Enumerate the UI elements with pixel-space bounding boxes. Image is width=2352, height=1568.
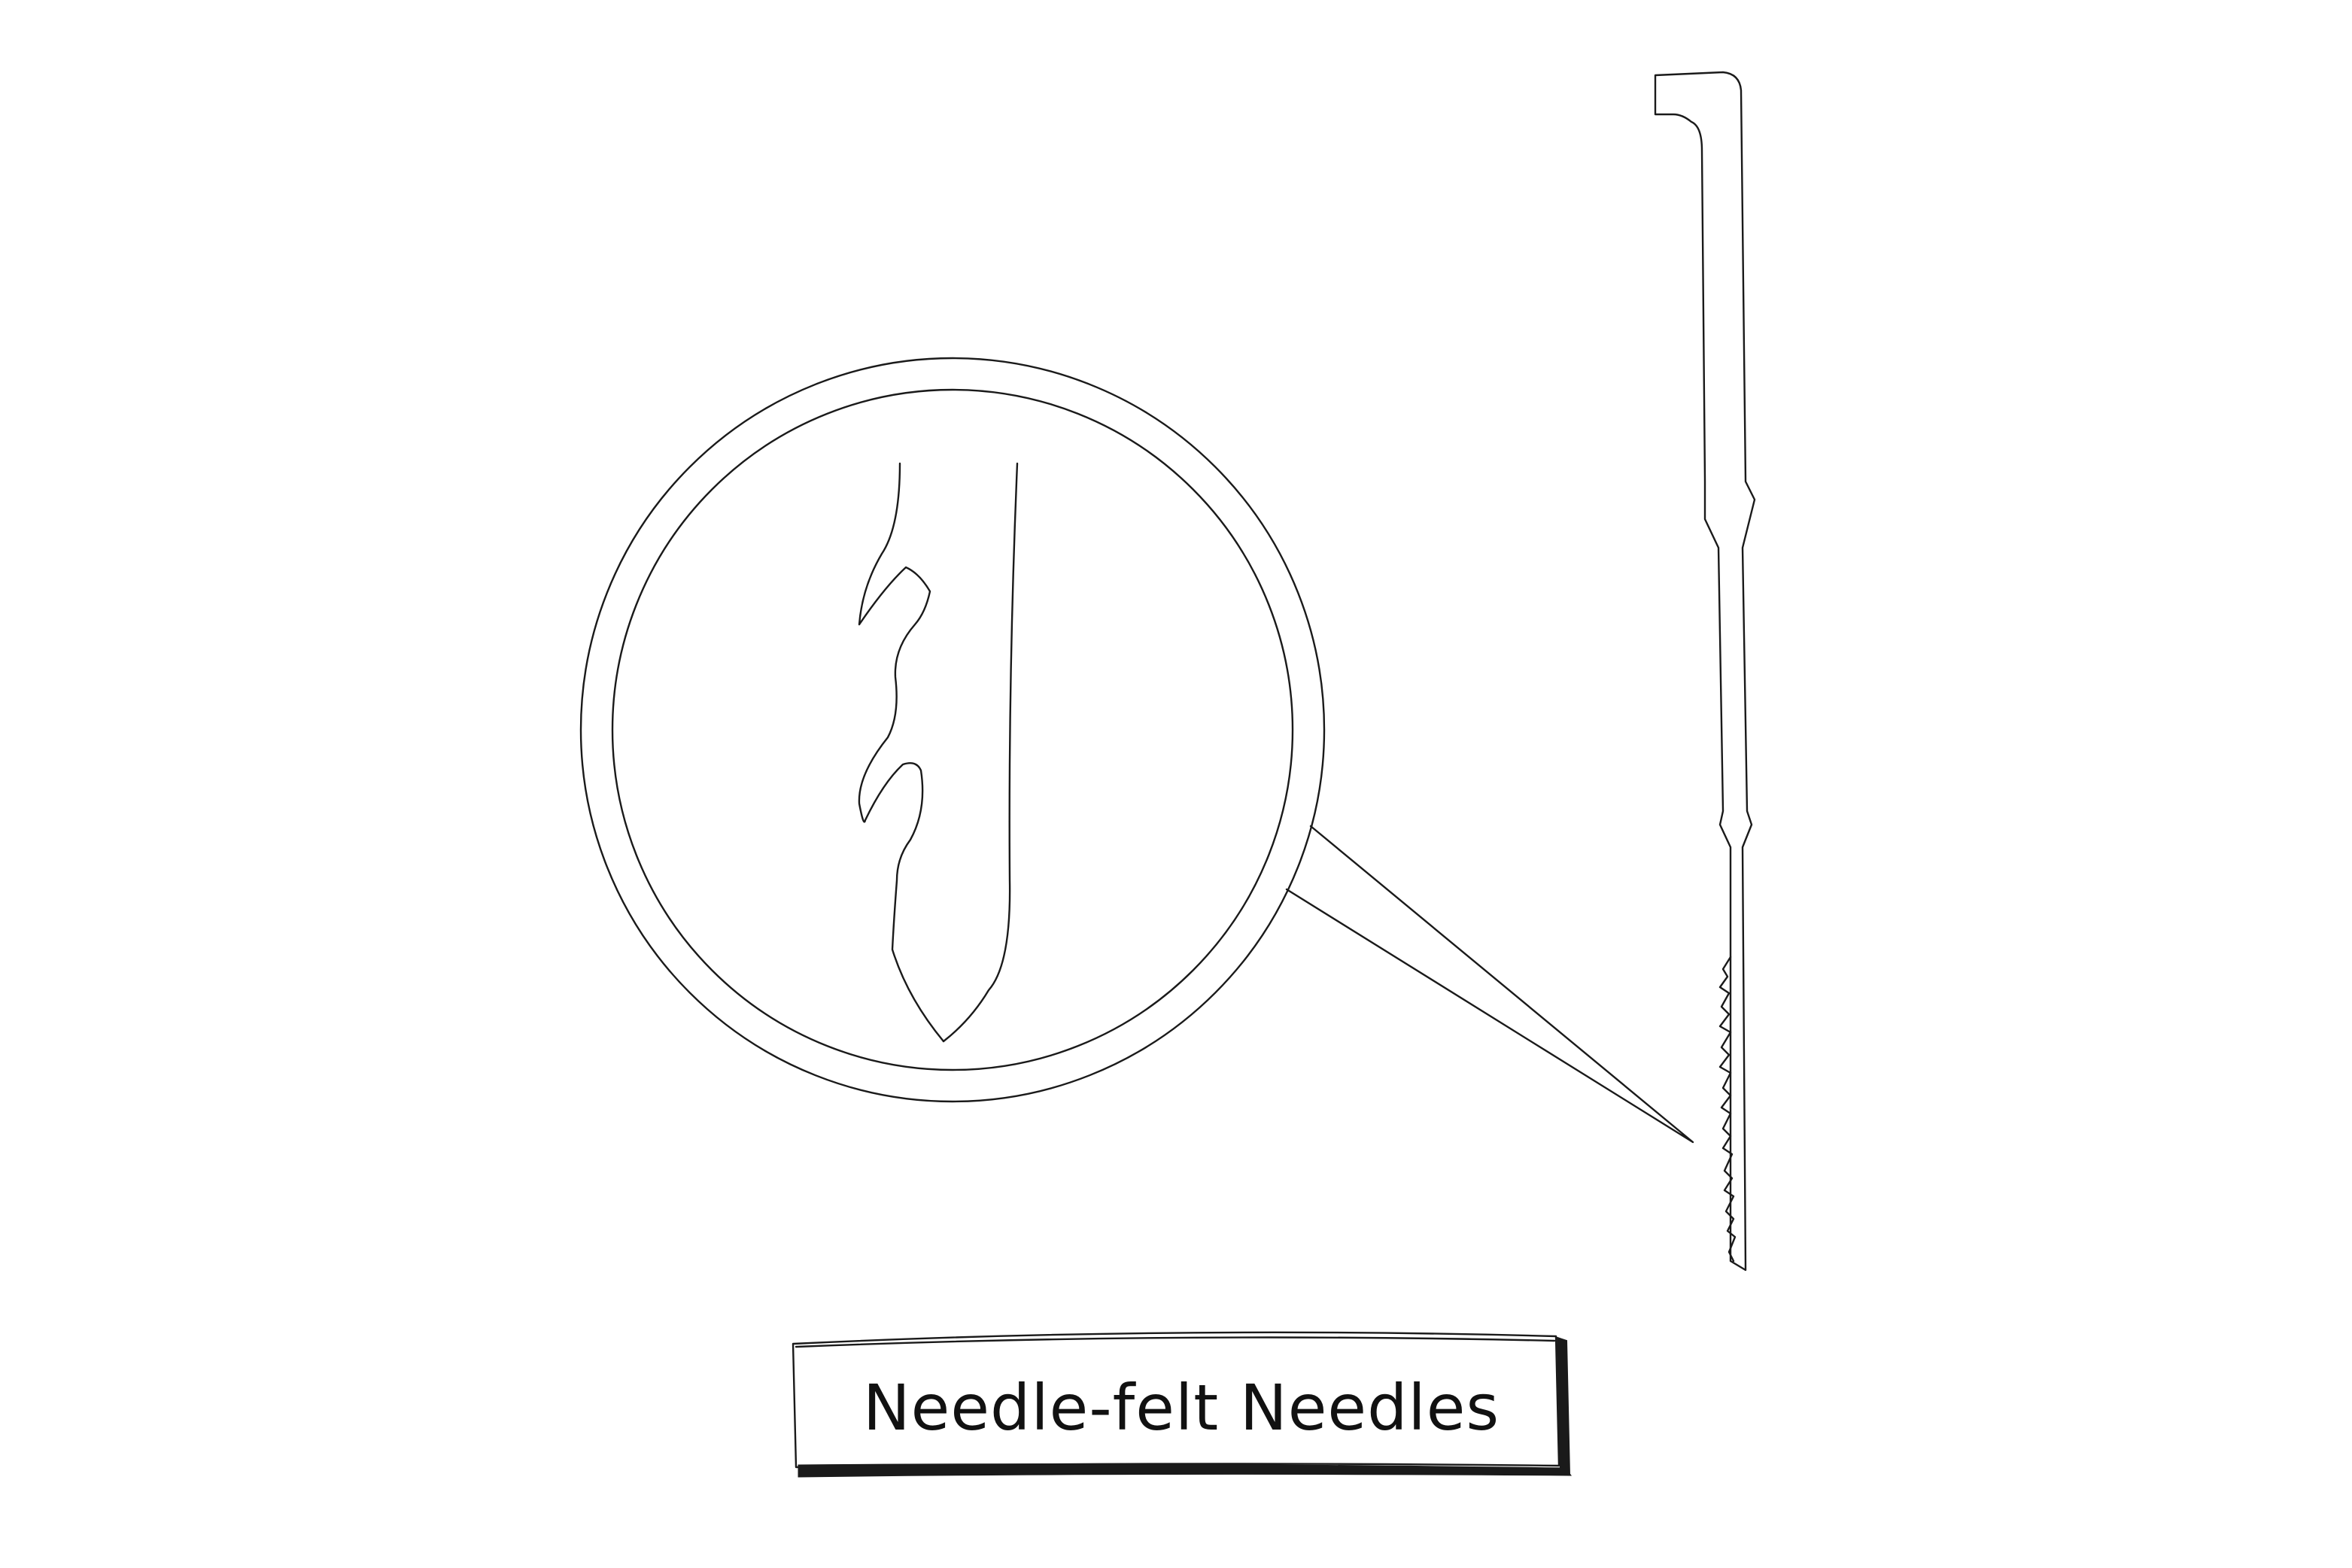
barbed-tip-icon — [858, 462, 1019, 1043]
caption-box-outline-second-pass — [795, 1336, 1556, 1348]
magnifier-outer-ring — [579, 357, 1326, 1103]
caption-box-outline — [792, 1331, 1560, 1469]
magnifier-icon — [579, 357, 1694, 1144]
magnified-needle-right-edge — [942, 462, 1019, 1043]
caption-text: Needle-felt Needles — [862, 1371, 1500, 1445]
caption-box-shadow-right — [1556, 1336, 1571, 1476]
magnifier-pointer — [1285, 825, 1694, 1144]
caption-container: Needle-felt Needles — [796, 1342, 1566, 1473]
caption-box — [792, 1331, 1573, 1478]
felting-needle-icon — [1654, 71, 1756, 1272]
needle-outline — [1654, 71, 1756, 1272]
magnifier-inner-ring — [611, 388, 1294, 1071]
magnified-needle-left-edge — [858, 462, 945, 1043]
needle-barbs — [1718, 956, 1737, 1263]
